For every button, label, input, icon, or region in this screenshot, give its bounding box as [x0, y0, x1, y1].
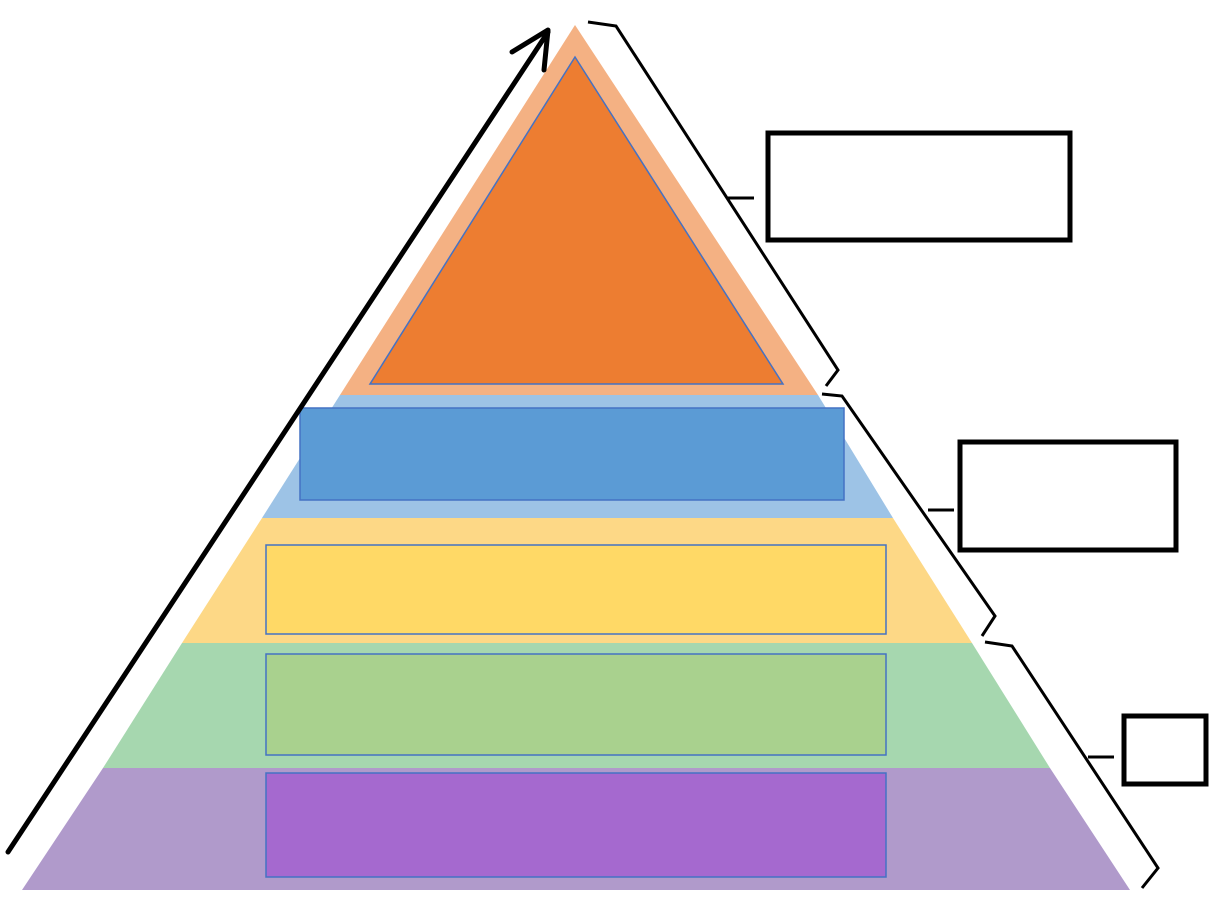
level-4-text-box[interactable]: [265, 653, 887, 756]
upper-group-box[interactable]: [765, 130, 1073, 243]
lower-group-box[interactable]: [1121, 713, 1209, 787]
middle-brace: [821, 392, 997, 637]
level-2-text-box[interactable]: [299, 407, 845, 501]
bottom-text-box[interactable]: [265, 772, 887, 878]
lower-brace: [984, 640, 1160, 889]
level-3-text-box[interactable]: [265, 544, 887, 635]
upper-brace: [587, 20, 840, 387]
middle-group-box[interactable]: [957, 439, 1179, 553]
top-triangle-shape[interactable]: [368, 55, 785, 385]
up-arrow-icon: [5, 27, 551, 855]
